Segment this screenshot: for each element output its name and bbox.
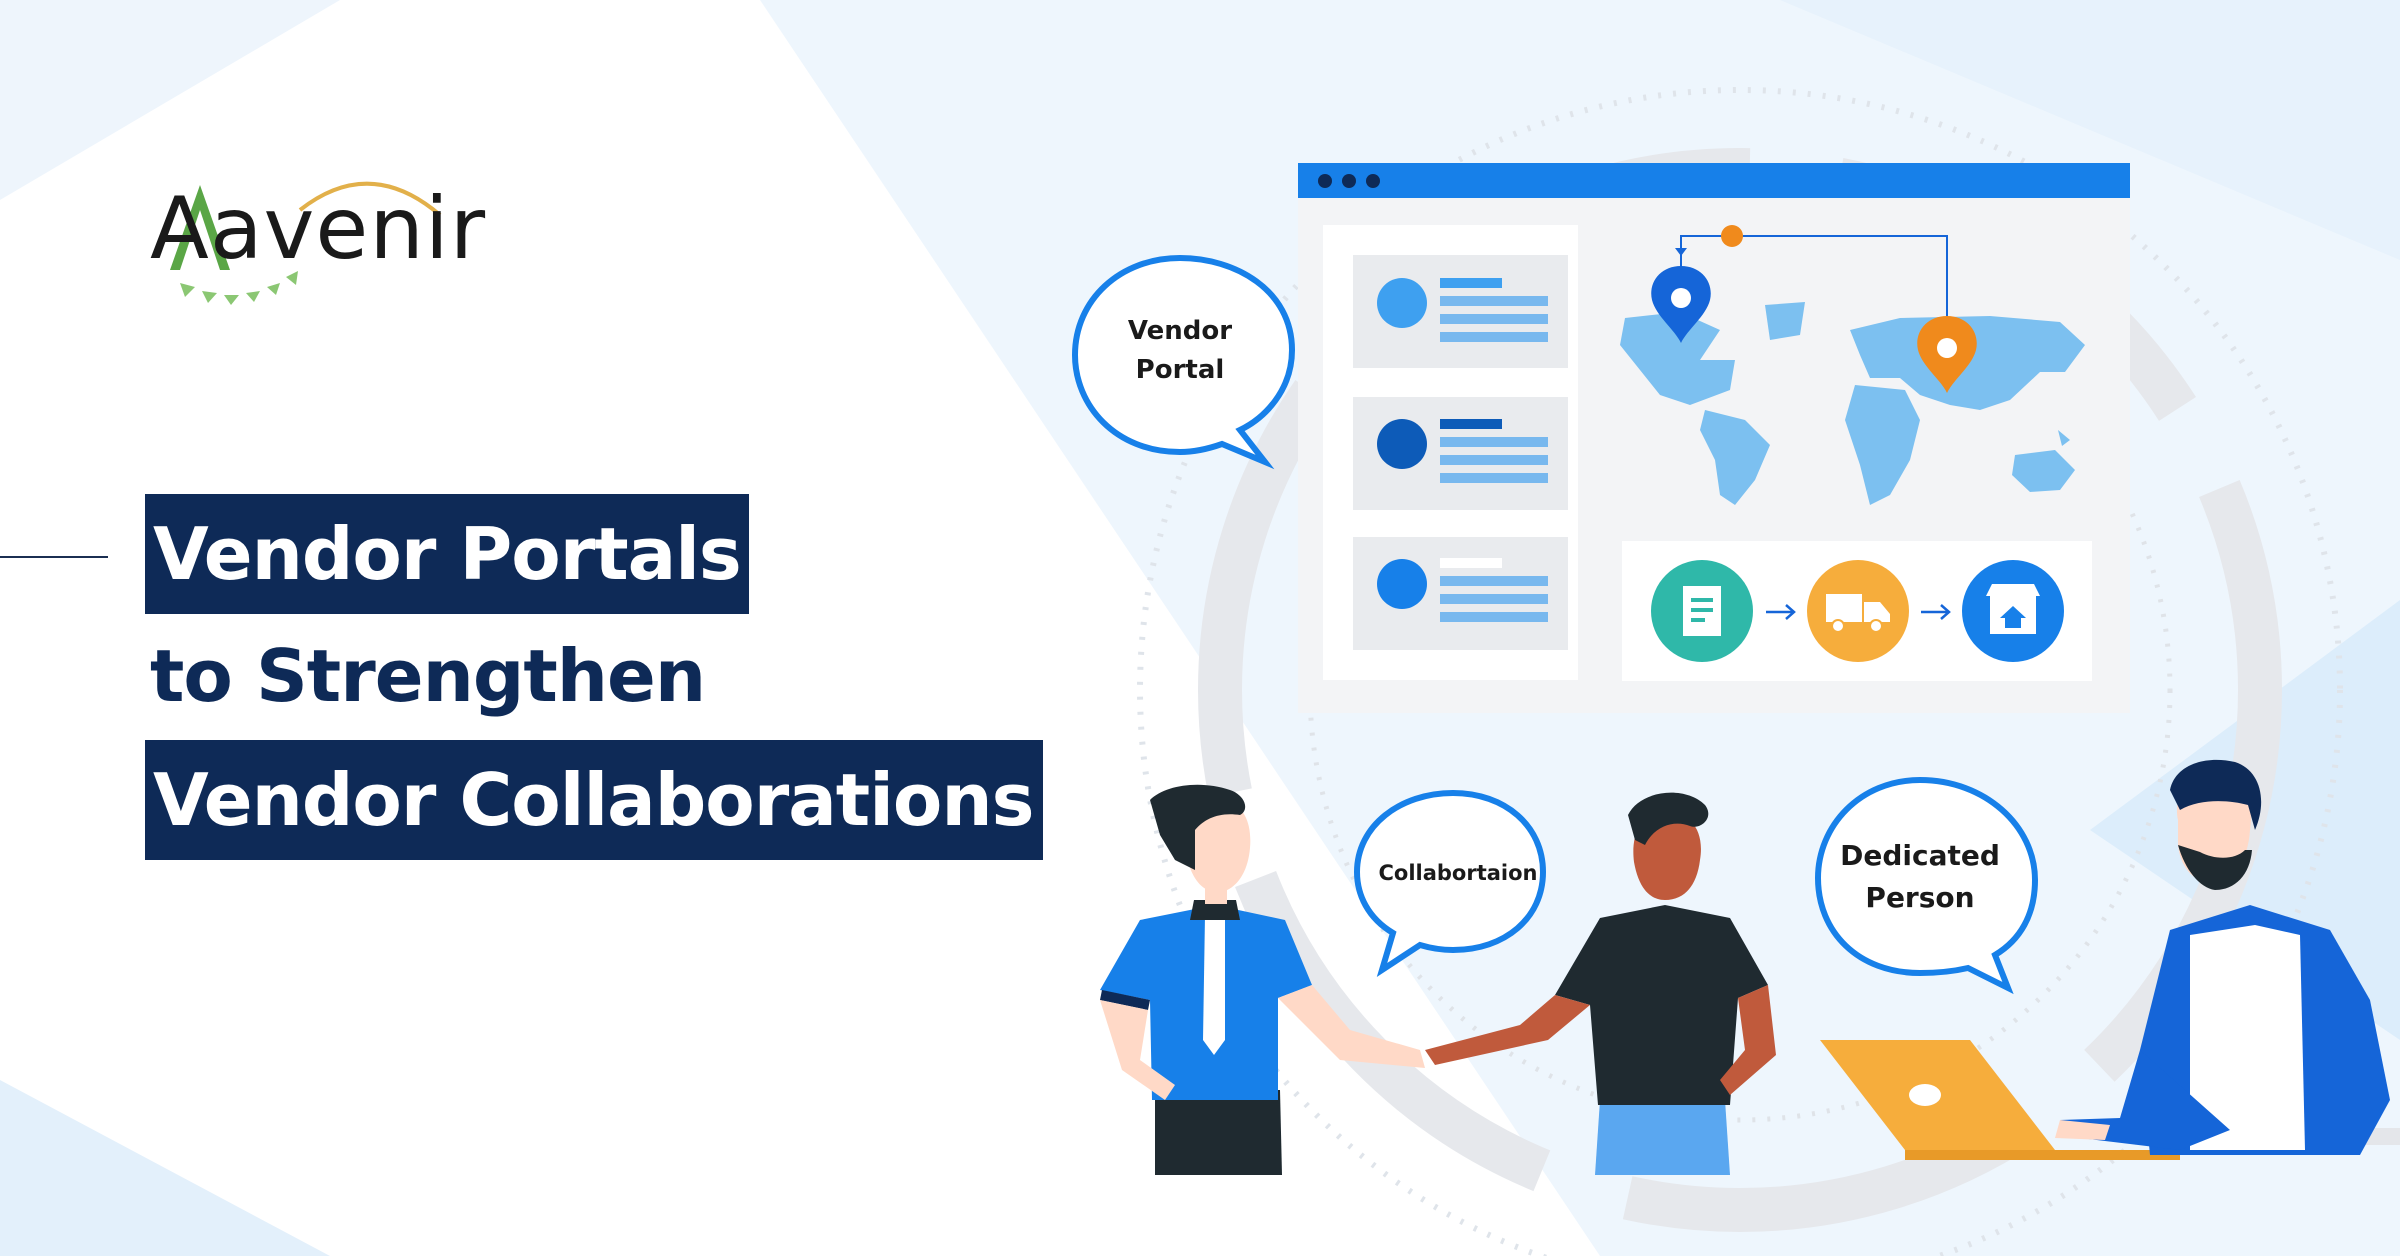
speech-bubble-collaboration: [1353, 789, 1547, 978]
brand-name: Aavenir: [150, 179, 487, 279]
headline-line-3: Vendor Collaborations: [145, 740, 1044, 860]
map-route: [1680, 235, 1948, 330]
store-icon: [1962, 560, 2064, 662]
browser-window: [1298, 163, 2130, 713]
delivery-truck-icon: [1807, 560, 1909, 662]
person-collaborator: [1425, 792, 1776, 1175]
document-icon: [1651, 560, 1753, 662]
location-pin-icon: [1917, 316, 1977, 393]
collaboration-label: Collabortaion: [1378, 861, 1538, 885]
logo-arc-icon: [170, 181, 442, 305]
person-dedicated: [1820, 759, 2400, 1160]
list-card-2: [1353, 397, 1568, 510]
list-card-1: [1353, 255, 1568, 368]
headline-line-2: to Strengthen: [150, 634, 706, 718]
arrow-right-icon: [1766, 604, 1796, 620]
arrow-right-icon: [1921, 604, 1951, 620]
vendor-portal-label: Vendor Portal: [1127, 316, 1233, 385]
dedicated-person-label: Dedicated Person: [1840, 839, 2000, 914]
person-vendor: [1100, 784, 1425, 1175]
speech-bubble-vendor-portal: [1071, 254, 1296, 470]
left-accent-line: [0, 556, 108, 558]
location-pin-icon: [1651, 266, 1711, 343]
list-card-3: [1353, 537, 1568, 650]
speech-bubble-dedicated-person: [1814, 776, 2039, 995]
headline-line-1: Vendor Portals: [145, 494, 749, 614]
